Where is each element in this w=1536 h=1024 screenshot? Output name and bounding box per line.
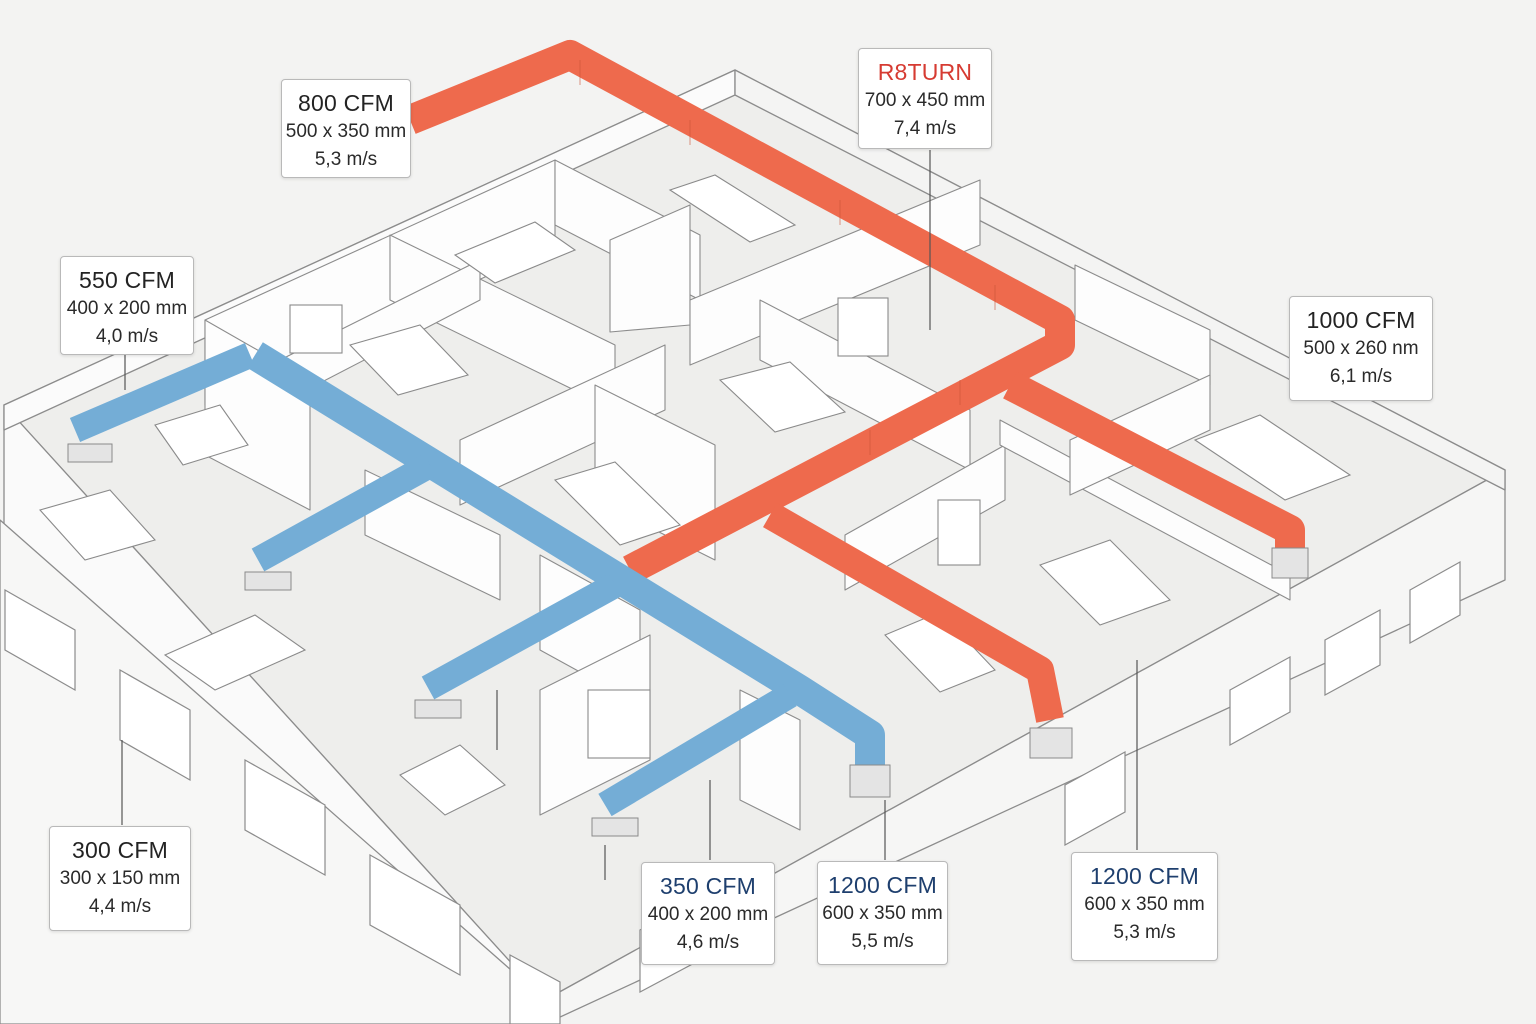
callout-dimensions: 600 x 350 mm [1084, 894, 1205, 915]
table [163, 614, 307, 691]
table [154, 404, 249, 466]
leader-lines [121, 150, 1138, 880]
return-grille [849, 764, 891, 798]
window [1229, 655, 1291, 747]
callout-1200-cfm-supply: 1200 CFM 600 x 350 mm 5,5 m/s [817, 861, 948, 965]
callout-velocity: 6,1 m/s [1329, 366, 1393, 387]
window [1324, 608, 1381, 697]
supply-branch-west [69, 343, 256, 442]
window [1409, 560, 1461, 645]
partition-wall [1069, 374, 1211, 496]
callout-1000-cfm: 1000 CFM 500 x 260 nm 6,1 m/s [1289, 296, 1433, 401]
callout-300-cfm: 300 CFM 300 x 150 mm 4,4 m/s [49, 826, 191, 931]
window [119, 668, 191, 782]
table [884, 611, 996, 693]
window [4, 588, 76, 692]
callout-velocity: 7,4 m/s [893, 118, 957, 139]
callout-flow: 800 CFM [298, 90, 394, 116]
diffusers [67, 443, 1309, 837]
callout-flow: 1000 CFM [1306, 307, 1416, 333]
window [369, 853, 461, 977]
callout-dimensions: 600 x 350 mm [822, 903, 943, 924]
cabinet [289, 304, 343, 354]
table [453, 221, 577, 284]
callout-dimensions: 700 x 450 mm [864, 90, 986, 111]
exterior-wall-left [3, 404, 546, 1024]
callout-velocity: 5,3 m/s [314, 149, 378, 170]
callout-velocity: 4,0 m/s [95, 326, 159, 347]
return-grille [1271, 547, 1309, 579]
return-grille [1029, 727, 1073, 759]
callout-dimensions: 500 x 350 mm [285, 121, 407, 142]
table [553, 461, 682, 546]
table [348, 324, 470, 396]
callout-velocity: 5,3 m/s [1113, 922, 1176, 943]
partition-wall [594, 384, 716, 561]
supply-diffuser [414, 699, 462, 719]
supply-diffuser [591, 817, 639, 837]
callout-flow: 1200 CFM [1090, 863, 1199, 889]
callout-550-cfm: 550 CFM 400 x 200 mm 4,0 m/s [60, 256, 194, 355]
window [244, 758, 326, 877]
supply-diffuser [244, 571, 292, 591]
return-branch-south [763, 502, 1064, 723]
callout-flow: 550 CFM [79, 267, 175, 293]
cabinet [937, 499, 981, 566]
table [1038, 539, 1172, 626]
cabinet [837, 297, 889, 357]
supply-branch-mid [251, 453, 437, 572]
supply-branch-southeast [598, 683, 797, 817]
callout-flow: 1200 CFM [828, 872, 937, 898]
callout-350-cfm: 350 CFM 400 x 200 mm 4,6 m/s [641, 862, 775, 965]
callout-flow: 300 CFM [72, 837, 168, 863]
cabinet [587, 689, 651, 759]
table [718, 361, 847, 433]
return-duct-edges [579, 60, 996, 455]
supply-main-duct [247, 342, 885, 775]
callout-velocity: 4,6 m/s [676, 932, 740, 953]
return-main-duct [404, 40, 1075, 584]
callout-flow: R8TURN [877, 59, 973, 85]
return-branch-east [1003, 371, 1305, 555]
window [509, 953, 561, 1024]
callout-flow: 350 CFM [660, 873, 756, 899]
callout-1200-cfm-return: 1200 CFM 600 x 350 mm 5,3 m/s [1071, 852, 1218, 961]
supply-branch-south [421, 573, 622, 700]
callout-dimensions: 400 x 200 mm [66, 298, 188, 319]
callout-velocity: 5,5 m/s [851, 931, 914, 952]
table [39, 489, 156, 561]
furniture [39, 174, 1352, 816]
callout-return: R8TURN 700 x 450 mm 7,4 m/s [858, 48, 992, 149]
callout-dimensions: 400 x 200 mm [647, 904, 769, 925]
callout-velocity: 4,4 m/s [88, 896, 152, 917]
table [1193, 414, 1352, 501]
callout-800-cfm: 800 CFM 500 x 350 mm 5,3 m/s [281, 79, 411, 178]
table [399, 744, 506, 816]
supply-diffuser [67, 443, 113, 463]
table [668, 174, 797, 243]
callout-dimensions: 500 x 260 nm [1303, 338, 1419, 359]
supply-duct-system [69, 342, 885, 817]
window [1064, 750, 1126, 847]
callout-dimensions: 300 x 150 mm [59, 868, 181, 889]
return-duct-system [404, 40, 1305, 723]
